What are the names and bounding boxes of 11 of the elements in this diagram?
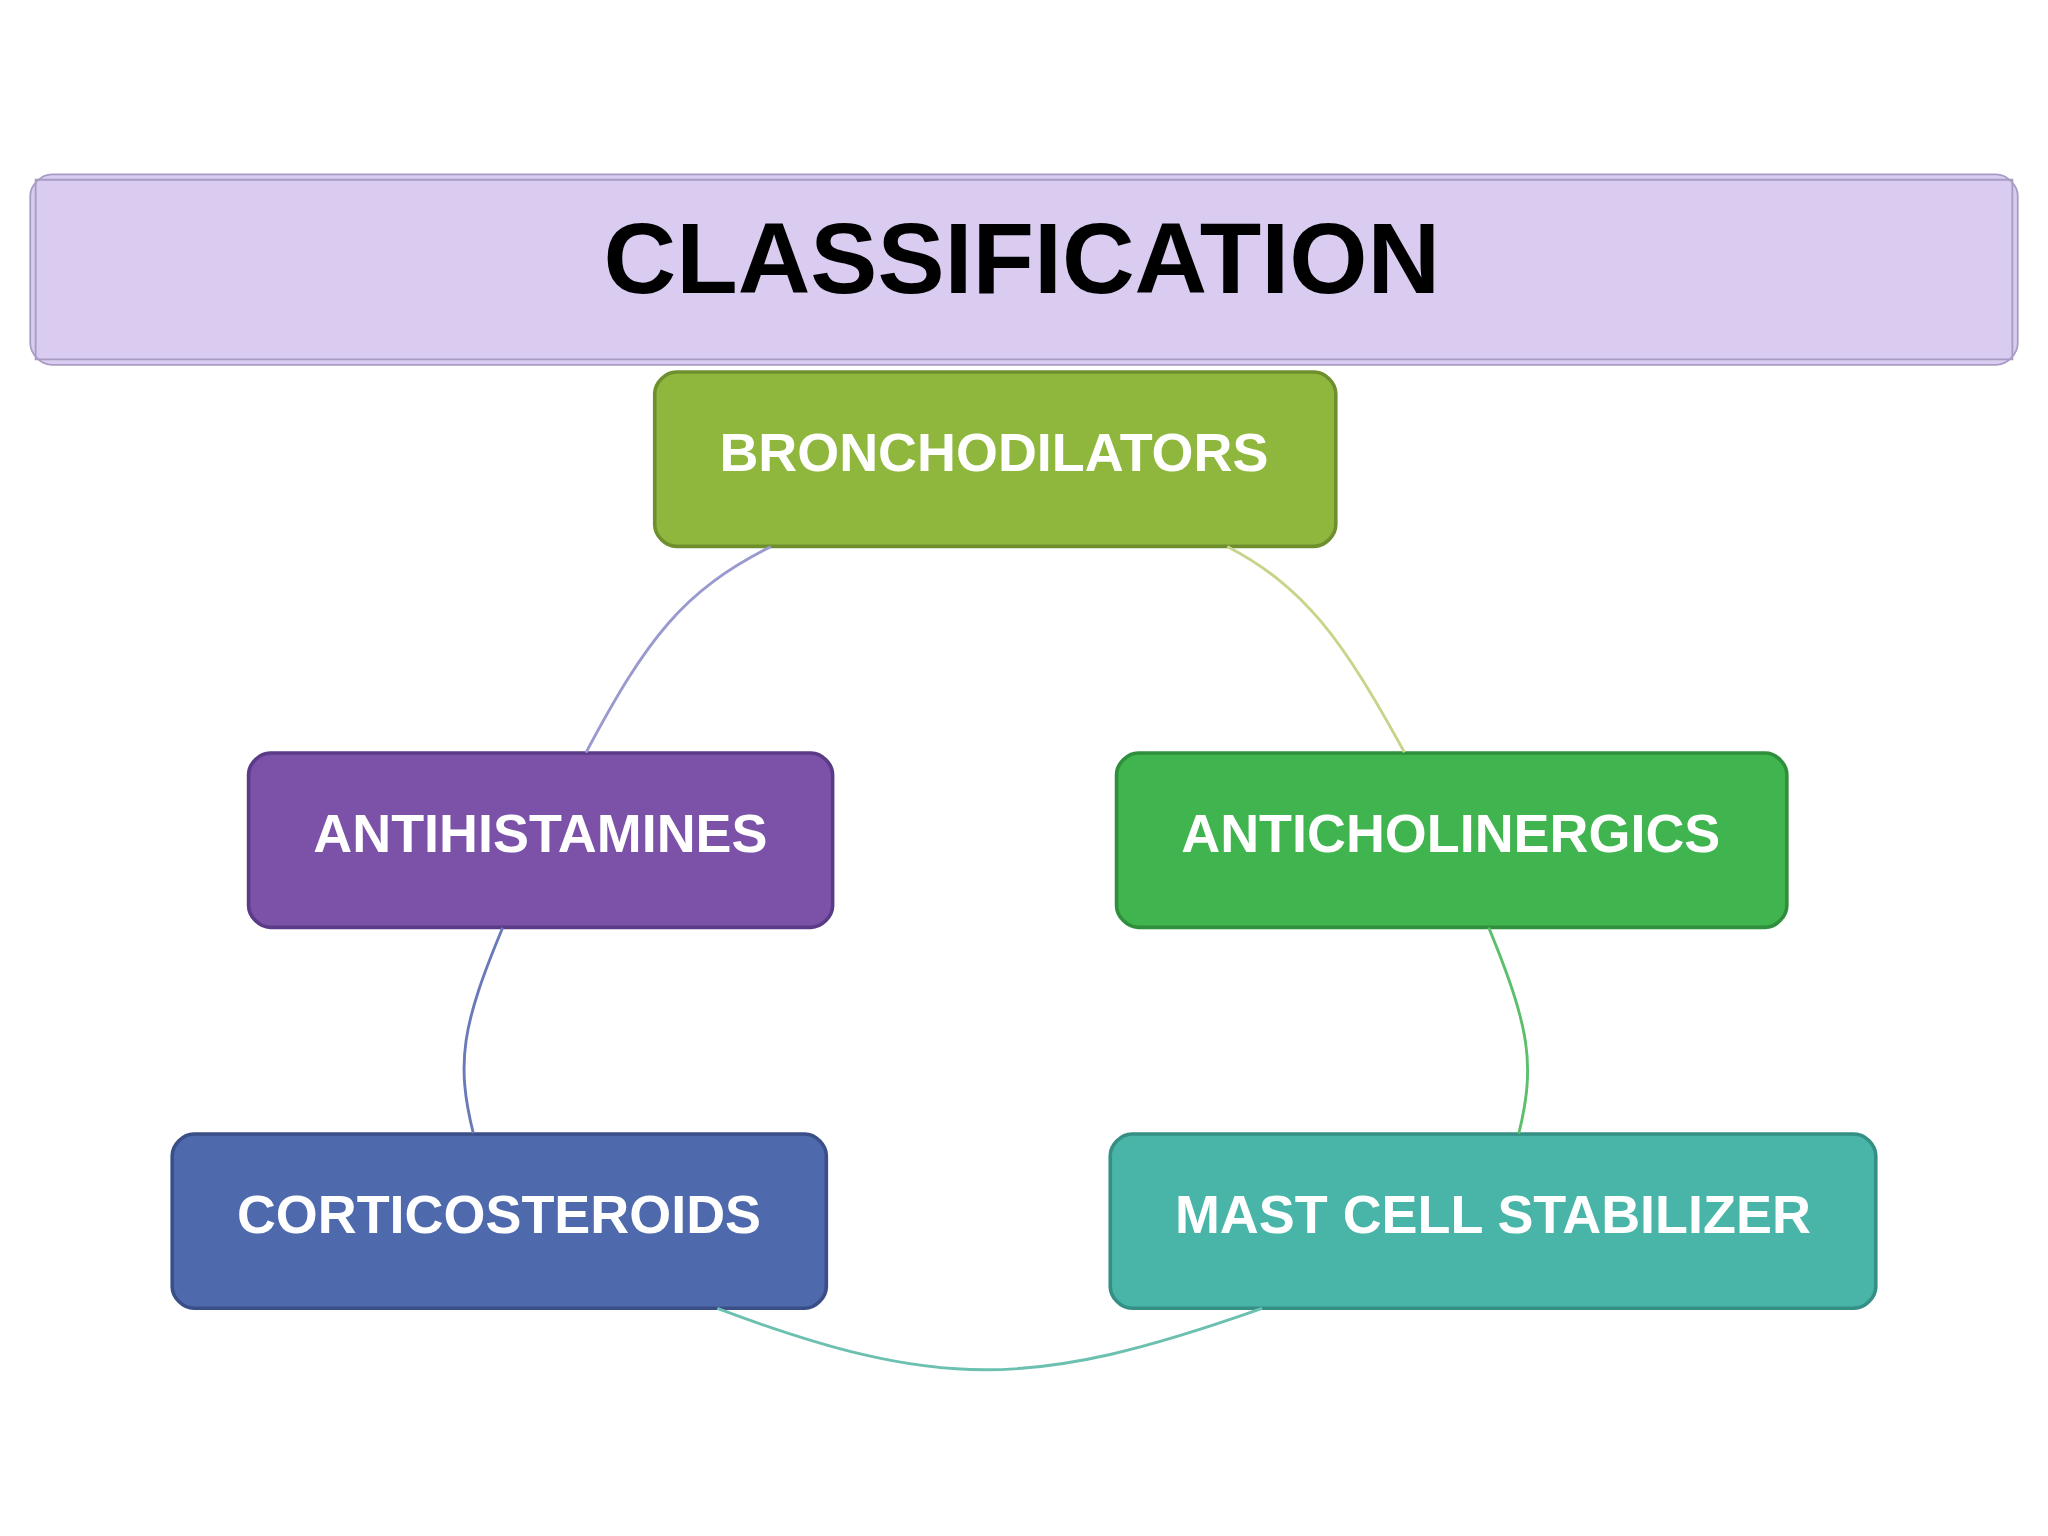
node-box: MAST CELL STABILIZER bbox=[1108, 1131, 1878, 1310]
node-box: BRONCHODILATORS bbox=[652, 369, 1338, 548]
diagram-title: CLASSIFICATION bbox=[603, 201, 1441, 314]
node-box: ANTIHISTAMINES bbox=[246, 750, 835, 929]
connector bbox=[1487, 926, 1530, 1134]
node-box: CORTICOSTEROIDS bbox=[170, 1131, 829, 1310]
node-box: ANTICHOLINERGICS bbox=[1114, 750, 1789, 929]
connector bbox=[716, 1306, 1263, 1371]
connector bbox=[462, 926, 504, 1134]
connector bbox=[1226, 544, 1406, 753]
connector bbox=[584, 544, 772, 753]
